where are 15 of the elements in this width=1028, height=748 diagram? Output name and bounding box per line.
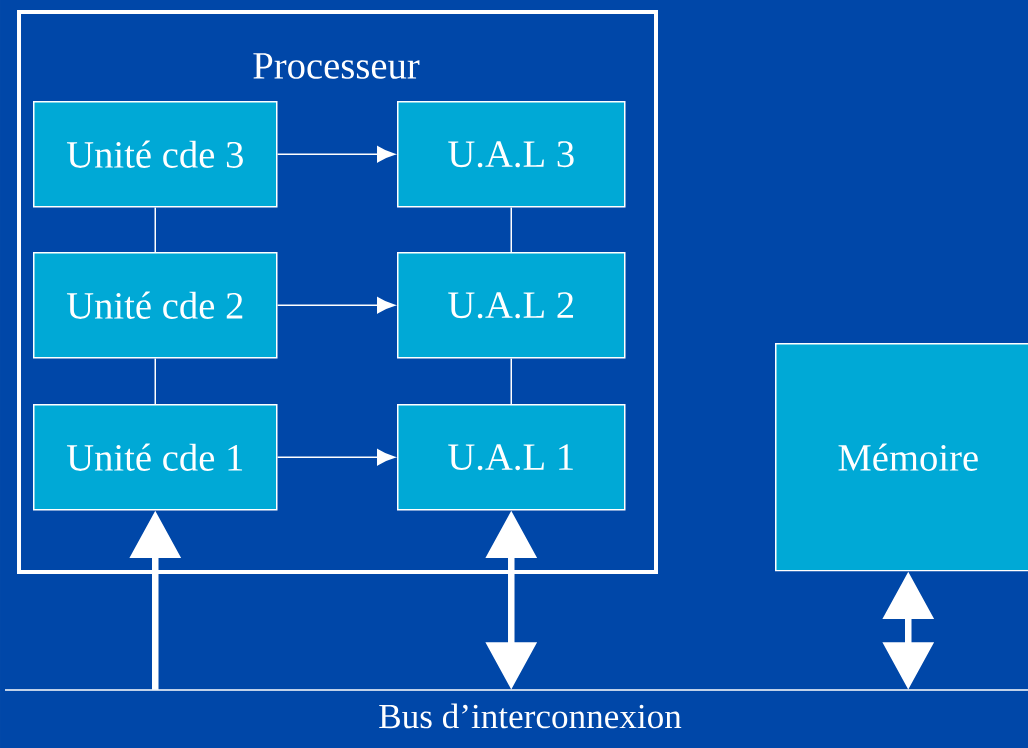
bus-label: Bus d’interconnexion [379, 703, 682, 729]
unit-box: U.A.L 3 [397, 101, 626, 208]
connector-line [154, 357, 156, 405]
unit-box: Unité cde 2 [33, 252, 278, 359]
unit-box: Unité cde 1 [33, 404, 278, 511]
connector-line [154, 206, 156, 253]
unit-box: Unité cde 3 [33, 101, 278, 208]
arrow [276, 146, 396, 163]
unit-box: U.A.L 2 [397, 252, 626, 359]
arrow [276, 297, 396, 314]
connector-line [510, 206, 512, 253]
connector-line [510, 357, 512, 405]
memory-box: Mémoire [775, 343, 1028, 572]
unit-box: U.A.L 1 [397, 404, 626, 511]
arrow [276, 449, 396, 466]
